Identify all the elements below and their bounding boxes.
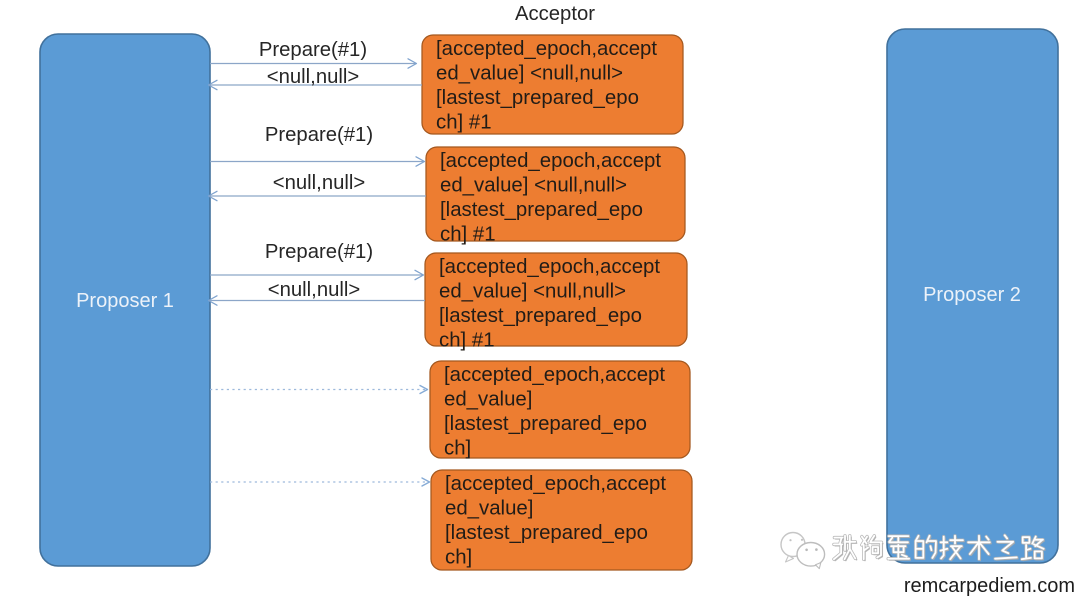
svg-text:Proposer 1: Proposer 1 — [76, 290, 174, 312]
svg-text:[accepted_epoch,accept: [accepted_epoch,accept — [444, 364, 665, 386]
svg-text:[accepted_epoch,accept: [accepted_epoch,accept — [439, 256, 660, 278]
svg-text:[accepted_epoch,accept: [accepted_epoch,accept — [436, 38, 657, 60]
svg-text:[lastest_prepared_epo: [lastest_prepared_epo — [445, 522, 648, 544]
svg-text:ch]: ch] — [445, 547, 472, 569]
svg-text:ed_value] <null,null>: ed_value] <null,null> — [440, 175, 627, 197]
svg-text:Acceptor: Acceptor — [515, 3, 595, 25]
svg-text:ch]: ch] — [444, 438, 471, 460]
svg-text:[lastest_prepared_epo: [lastest_prepared_epo — [444, 413, 647, 435]
svg-text:ed_value] <null,null>: ed_value] <null,null> — [439, 281, 626, 303]
svg-text:Prepare(#1): Prepare(#1) — [265, 241, 373, 263]
svg-text:[accepted_epoch,accept: [accepted_epoch,accept — [440, 150, 661, 172]
svg-text:[lastest_prepared_epo: [lastest_prepared_epo — [439, 305, 642, 327]
svg-text:Proposer 2: Proposer 2 — [923, 284, 1021, 306]
svg-text:ch] #1: ch] #1 — [439, 330, 495, 352]
svg-text:Prepare(#1): Prepare(#1) — [265, 124, 373, 146]
svg-text:ed_value]: ed_value] — [445, 498, 533, 520]
svg-text:ch] #1: ch] #1 — [436, 112, 492, 134]
svg-text:ed_value] <null,null>: ed_value] <null,null> — [436, 63, 623, 85]
svg-text:Prepare(#1): Prepare(#1) — [259, 39, 367, 61]
svg-text:ed_value]: ed_value] — [444, 389, 532, 411]
svg-text:remcarpediem.com: remcarpediem.com — [904, 575, 1075, 597]
svg-text:<null,null>: <null,null> — [267, 66, 359, 88]
svg-text:<null,null>: <null,null> — [268, 279, 360, 301]
svg-text:<null,null>: <null,null> — [273, 172, 365, 194]
svg-text:[lastest_prepared_epo: [lastest_prepared_epo — [436, 87, 639, 109]
svg-text:ch] #1: ch] #1 — [440, 224, 496, 246]
svg-text:[accepted_epoch,accept: [accepted_epoch,accept — [445, 473, 666, 495]
svg-text:[lastest_prepared_epo: [lastest_prepared_epo — [440, 199, 643, 221]
